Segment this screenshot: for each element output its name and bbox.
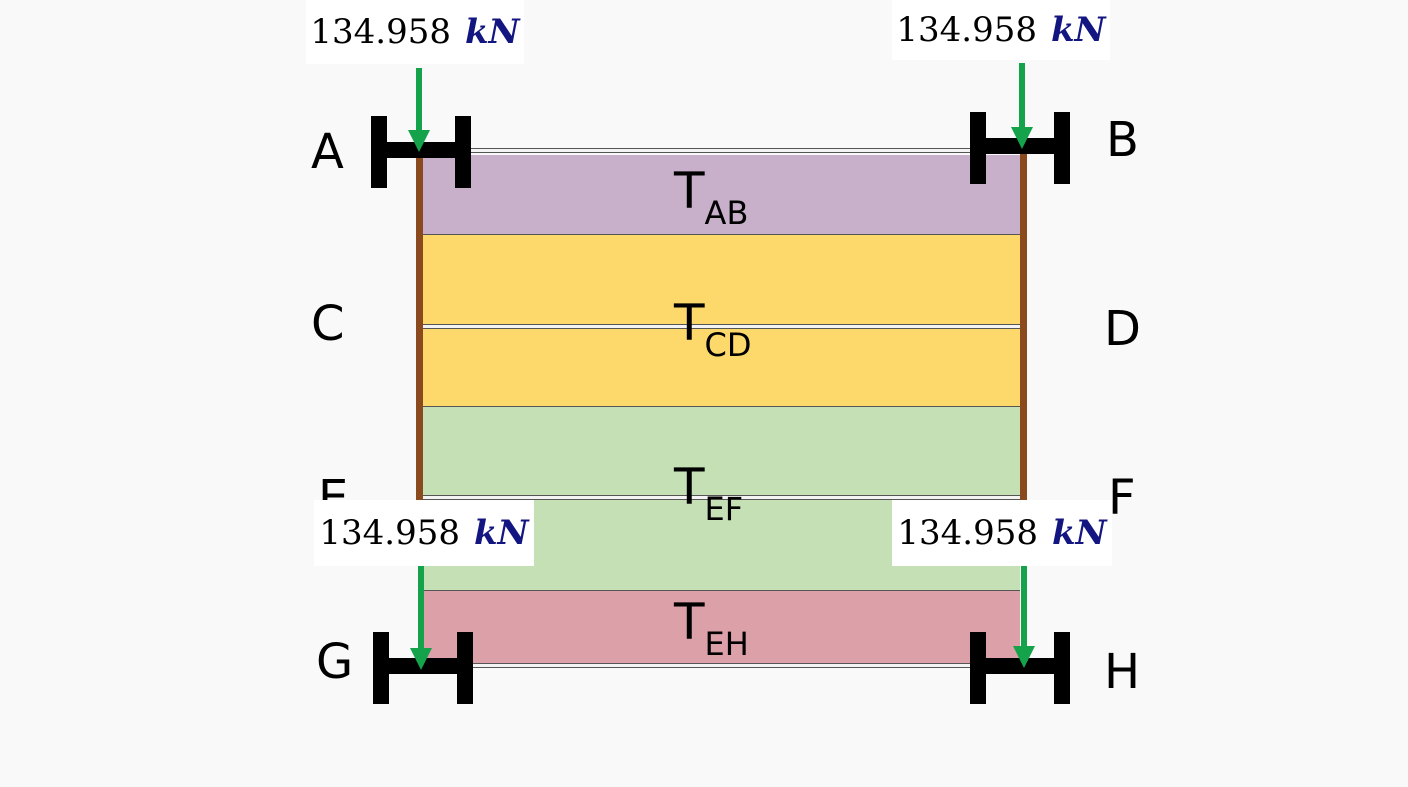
support-g-icon	[373, 632, 473, 704]
band-ef-upper	[423, 407, 1020, 496]
band-cd-upper	[423, 235, 1020, 325]
tension-label-cd: TCD	[674, 294, 752, 364]
load-unit: kN	[1051, 513, 1107, 553]
load-value: 134.958	[310, 12, 451, 52]
point-label-d: D	[1104, 301, 1141, 357]
separator-bottom	[423, 663, 1020, 668]
load-label-bottom-left: 134.958 kN	[314, 500, 534, 566]
load-unit: kN	[1050, 10, 1106, 50]
separator-ef	[423, 495, 1020, 500]
point-label-f: F	[1108, 470, 1136, 526]
point-label-a: A	[311, 124, 344, 180]
load-value: 134.958	[319, 513, 460, 553]
left-post	[416, 152, 423, 502]
band-ab	[423, 155, 1020, 235]
point-label-c: C	[311, 296, 345, 352]
support-a-icon	[371, 116, 471, 188]
support-h-icon	[970, 632, 1070, 704]
point-label-h: H	[1104, 644, 1141, 700]
load-unit: kN	[464, 12, 520, 52]
tension-label-ef: TEF	[674, 458, 744, 528]
right-post	[1020, 152, 1027, 502]
load-value: 134.958	[897, 513, 1038, 553]
band-cd-lower	[423, 329, 1020, 407]
load-label-bottom-right: 134.958 kN	[892, 500, 1112, 566]
point-label-b: B	[1106, 112, 1139, 168]
load-value: 134.958	[896, 10, 1037, 50]
tension-label-eh: TEH	[674, 593, 749, 663]
separator-cd	[423, 324, 1020, 329]
separator-top	[470, 148, 970, 153]
load-unit: kN	[473, 513, 529, 553]
band-eh	[423, 591, 1020, 665]
load-label-top-left: 134.958 kN	[306, 0, 524, 64]
point-label-g: G	[316, 634, 354, 690]
tension-label-ab: TAB	[674, 162, 749, 232]
load-label-top-right: 134.958 kN	[892, 0, 1110, 60]
